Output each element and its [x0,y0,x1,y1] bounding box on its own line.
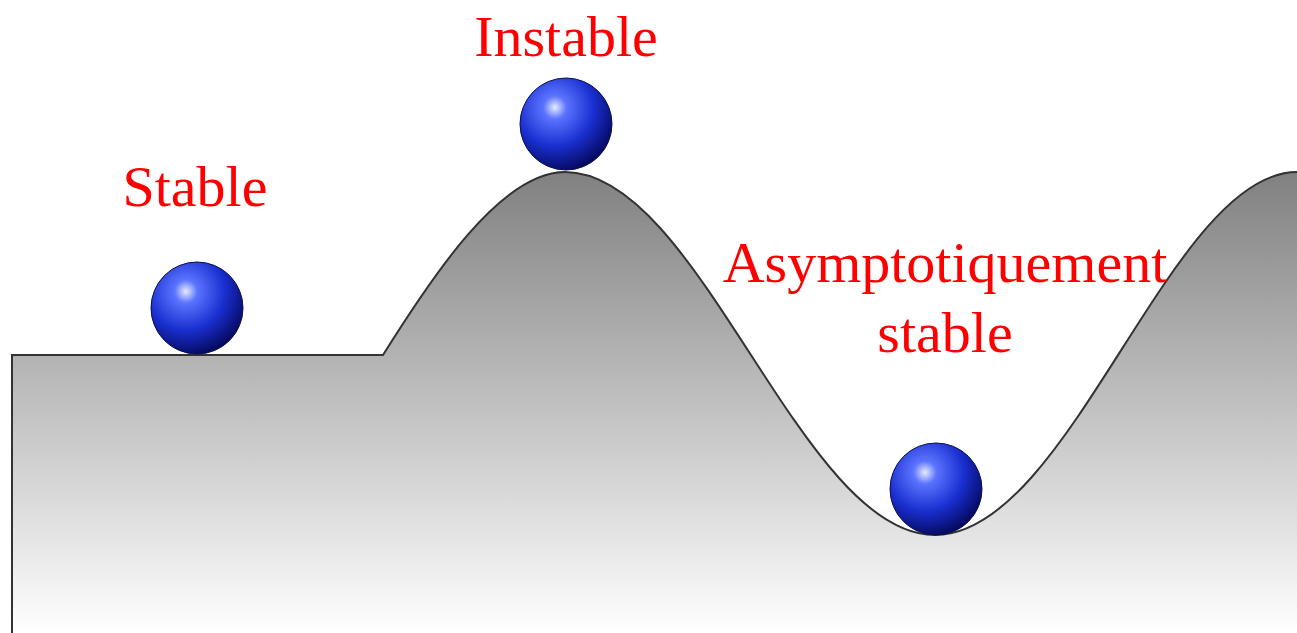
state-label: Instable [386,2,746,72]
ball [520,78,612,170]
ball [890,443,982,535]
state-label: Asymptotiquement stable [685,228,1205,368]
state-label: Stable [45,152,345,222]
ground-outline [12,172,1297,633]
ground-fill [12,172,1297,633]
ball [151,262,243,354]
